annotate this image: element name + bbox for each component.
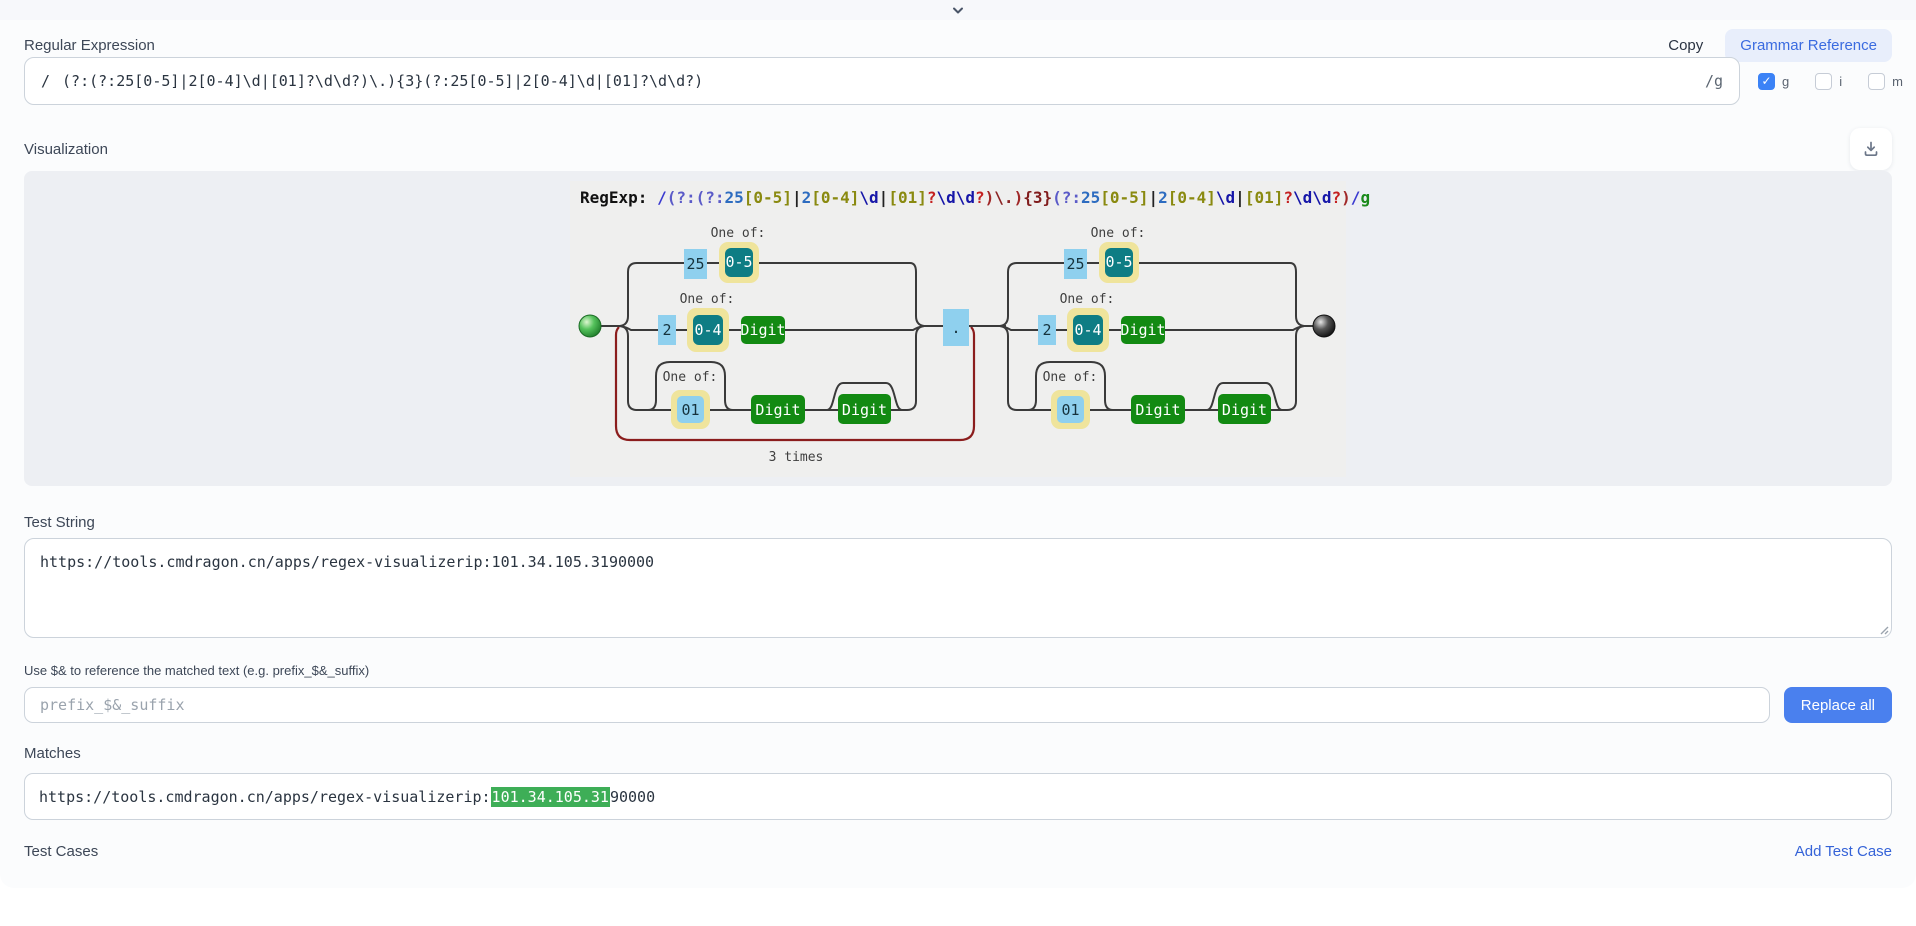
node-digit [1131, 395, 1185, 424]
svg-text:Digit: Digit [1135, 401, 1180, 419]
svg-text:Digit: Digit [755, 401, 800, 419]
visualization-panel: RegExp: /(?:(?:25[0-5]|2[0-4]\d|[01]?\d\… [24, 171, 1892, 486]
page-title: Regular Expression [24, 36, 155, 54]
node-digit [751, 395, 805, 424]
flag-g-checkbox[interactable]: ✓ [1758, 72, 1775, 90]
regex-input[interactable]: / (?:(?:25[0-5]|2[0-4]\d|[01]?\d\d?)\.){… [24, 57, 1740, 105]
svg-text:0-4: 0-4 [694, 321, 721, 339]
grammar-reference-button[interactable]: Grammar Reference [1725, 28, 1892, 62]
download-icon [1864, 141, 1878, 157]
loop-3-times-path [614, 326, 976, 442]
svg-text:0-5: 0-5 [725, 253, 752, 271]
node-class-0-4 [1073, 315, 1103, 345]
test-cases-row: Test Cases Add Test Case [24, 840, 1892, 862]
test-cases-title: Test Cases [24, 842, 99, 860]
svg-text:2: 2 [662, 321, 671, 339]
match-highlight: 101.34.105.31 [490, 786, 610, 807]
node-class-0-5 [1105, 248, 1133, 277]
svg-text:Digit: Digit [842, 401, 887, 419]
node-class-0-4 [693, 315, 723, 345]
node-literal-2 [1038, 315, 1056, 345]
flag-g-label: g [1782, 73, 1790, 89]
svg-text:01: 01 [1061, 401, 1079, 419]
alternation-group-2: One of: 25 0-5 One of: 2 0-4 Digit One o… [999, 226, 1313, 429]
node-class-0-5 [725, 248, 753, 277]
visualization-label-row: Visualization [24, 128, 1892, 170]
test-string-wrap: https://tools.cmdragon.cn/apps/regex-vis… [24, 538, 1892, 638]
flag-i-checkbox[interactable] [1815, 72, 1833, 90]
matches-title: Matches [24, 745, 81, 762]
flag-checkboxes: ✓ g i m [1758, 72, 1903, 90]
node-class-01 [677, 396, 704, 423]
one-of-label: One of: [1043, 370, 1098, 385]
one-of-label: One of: [1060, 292, 1115, 307]
railroad-diagram: 3 times One of: 25 [578, 226, 1336, 465]
match-after-text: 90000 [609, 787, 656, 806]
copy-button[interactable]: Copy [1668, 36, 1704, 54]
node-digit [1121, 316, 1165, 344]
node-digit [838, 394, 891, 424]
alternation-group-1: One of: 25 0-5 One of: 2 0-4 Digit [601, 226, 925, 429]
flag-i-label: i [1839, 73, 1843, 89]
node-literal-25 [1064, 249, 1087, 279]
svg-text:25: 25 [1066, 255, 1084, 273]
flag-m-label: m [1892, 73, 1903, 89]
one-of-label: One of: [711, 226, 766, 241]
svg-text:01: 01 [681, 401, 699, 419]
svg-text:Digit: Digit [1120, 321, 1165, 339]
test-string-textarea[interactable]: https://tools.cmdragon.cn/apps/regex-vis… [24, 538, 1892, 638]
one-of-label: One of: [663, 370, 718, 385]
replace-input[interactable] [24, 687, 1770, 723]
replace-all-button[interactable]: Replace all [1783, 687, 1892, 723]
svg-text:Digit: Digit [1222, 401, 1267, 419]
replace-row: Replace all [24, 687, 1892, 723]
regex-tool-card: Regular Expression Copy Grammar Referenc… [0, 20, 1916, 888]
regex-value: (?:(?:25[0-5]|2[0-4]\d|[01]?\d\d?)\.){3}… [62, 72, 704, 90]
end-node [1312, 314, 1336, 338]
node-literal-25 [684, 249, 707, 279]
one-of-label: One of: [1091, 226, 1146, 241]
match-before-text: https://tools.cmdragon.cn/apps/regex-vis… [39, 787, 491, 806]
one-of-label: One of: [680, 292, 735, 307]
svg-text:0-5: 0-5 [1105, 253, 1132, 271]
chevron-down-icon[interactable] [945, 2, 971, 20]
node-literal-2 [658, 315, 676, 345]
matches-result-box: https://tools.cmdragon.cn/apps/regex-vis… [24, 773, 1892, 820]
svg-text:.: . [951, 319, 960, 337]
visualization-title: Visualization [24, 140, 108, 158]
svg-text:0-4: 0-4 [1074, 321, 1101, 339]
svg-text:25: 25 [686, 255, 704, 273]
svg-text:2: 2 [1042, 321, 1051, 339]
flag-i[interactable]: i [1815, 72, 1843, 90]
top-collapse-bar [0, 0, 1916, 20]
start-node [578, 314, 602, 338]
regexp-colored-header: RegExp: /(?:(?:25[0-5]|2[0-4]\d|[01]?\d\… [580, 188, 1371, 207]
node-digit [741, 316, 785, 344]
regex-input-row: / (?:(?:25[0-5]|2[0-4]\d|[01]?\d\d?)\.){… [24, 57, 1903, 105]
regex-flags-suffix: /g [1704, 72, 1723, 90]
railroad-diagram-image: RegExp: /(?:(?:25[0-5]|2[0-4]\d|[01]?\d\… [570, 181, 1370, 477]
flag-m-checkbox[interactable] [1868, 72, 1886, 90]
header-row: Regular Expression Copy Grammar Referenc… [24, 26, 1892, 64]
flag-g[interactable]: ✓ g [1758, 72, 1790, 90]
flag-m[interactable]: m [1868, 72, 1903, 90]
node-digit [1218, 394, 1271, 424]
svg-text:Digit: Digit [740, 321, 785, 339]
node-class-01 [1057, 396, 1084, 423]
loop-label: 3 times [769, 450, 824, 465]
node-literal-dot [943, 309, 969, 346]
test-string-title: Test String [24, 514, 95, 531]
replace-helper-text: Use $& to reference the matched text (e.… [24, 663, 370, 678]
regex-slash-prefix: / [41, 72, 51, 90]
add-test-case-button[interactable]: Add Test Case [1794, 842, 1892, 860]
download-button[interactable] [1850, 128, 1892, 170]
